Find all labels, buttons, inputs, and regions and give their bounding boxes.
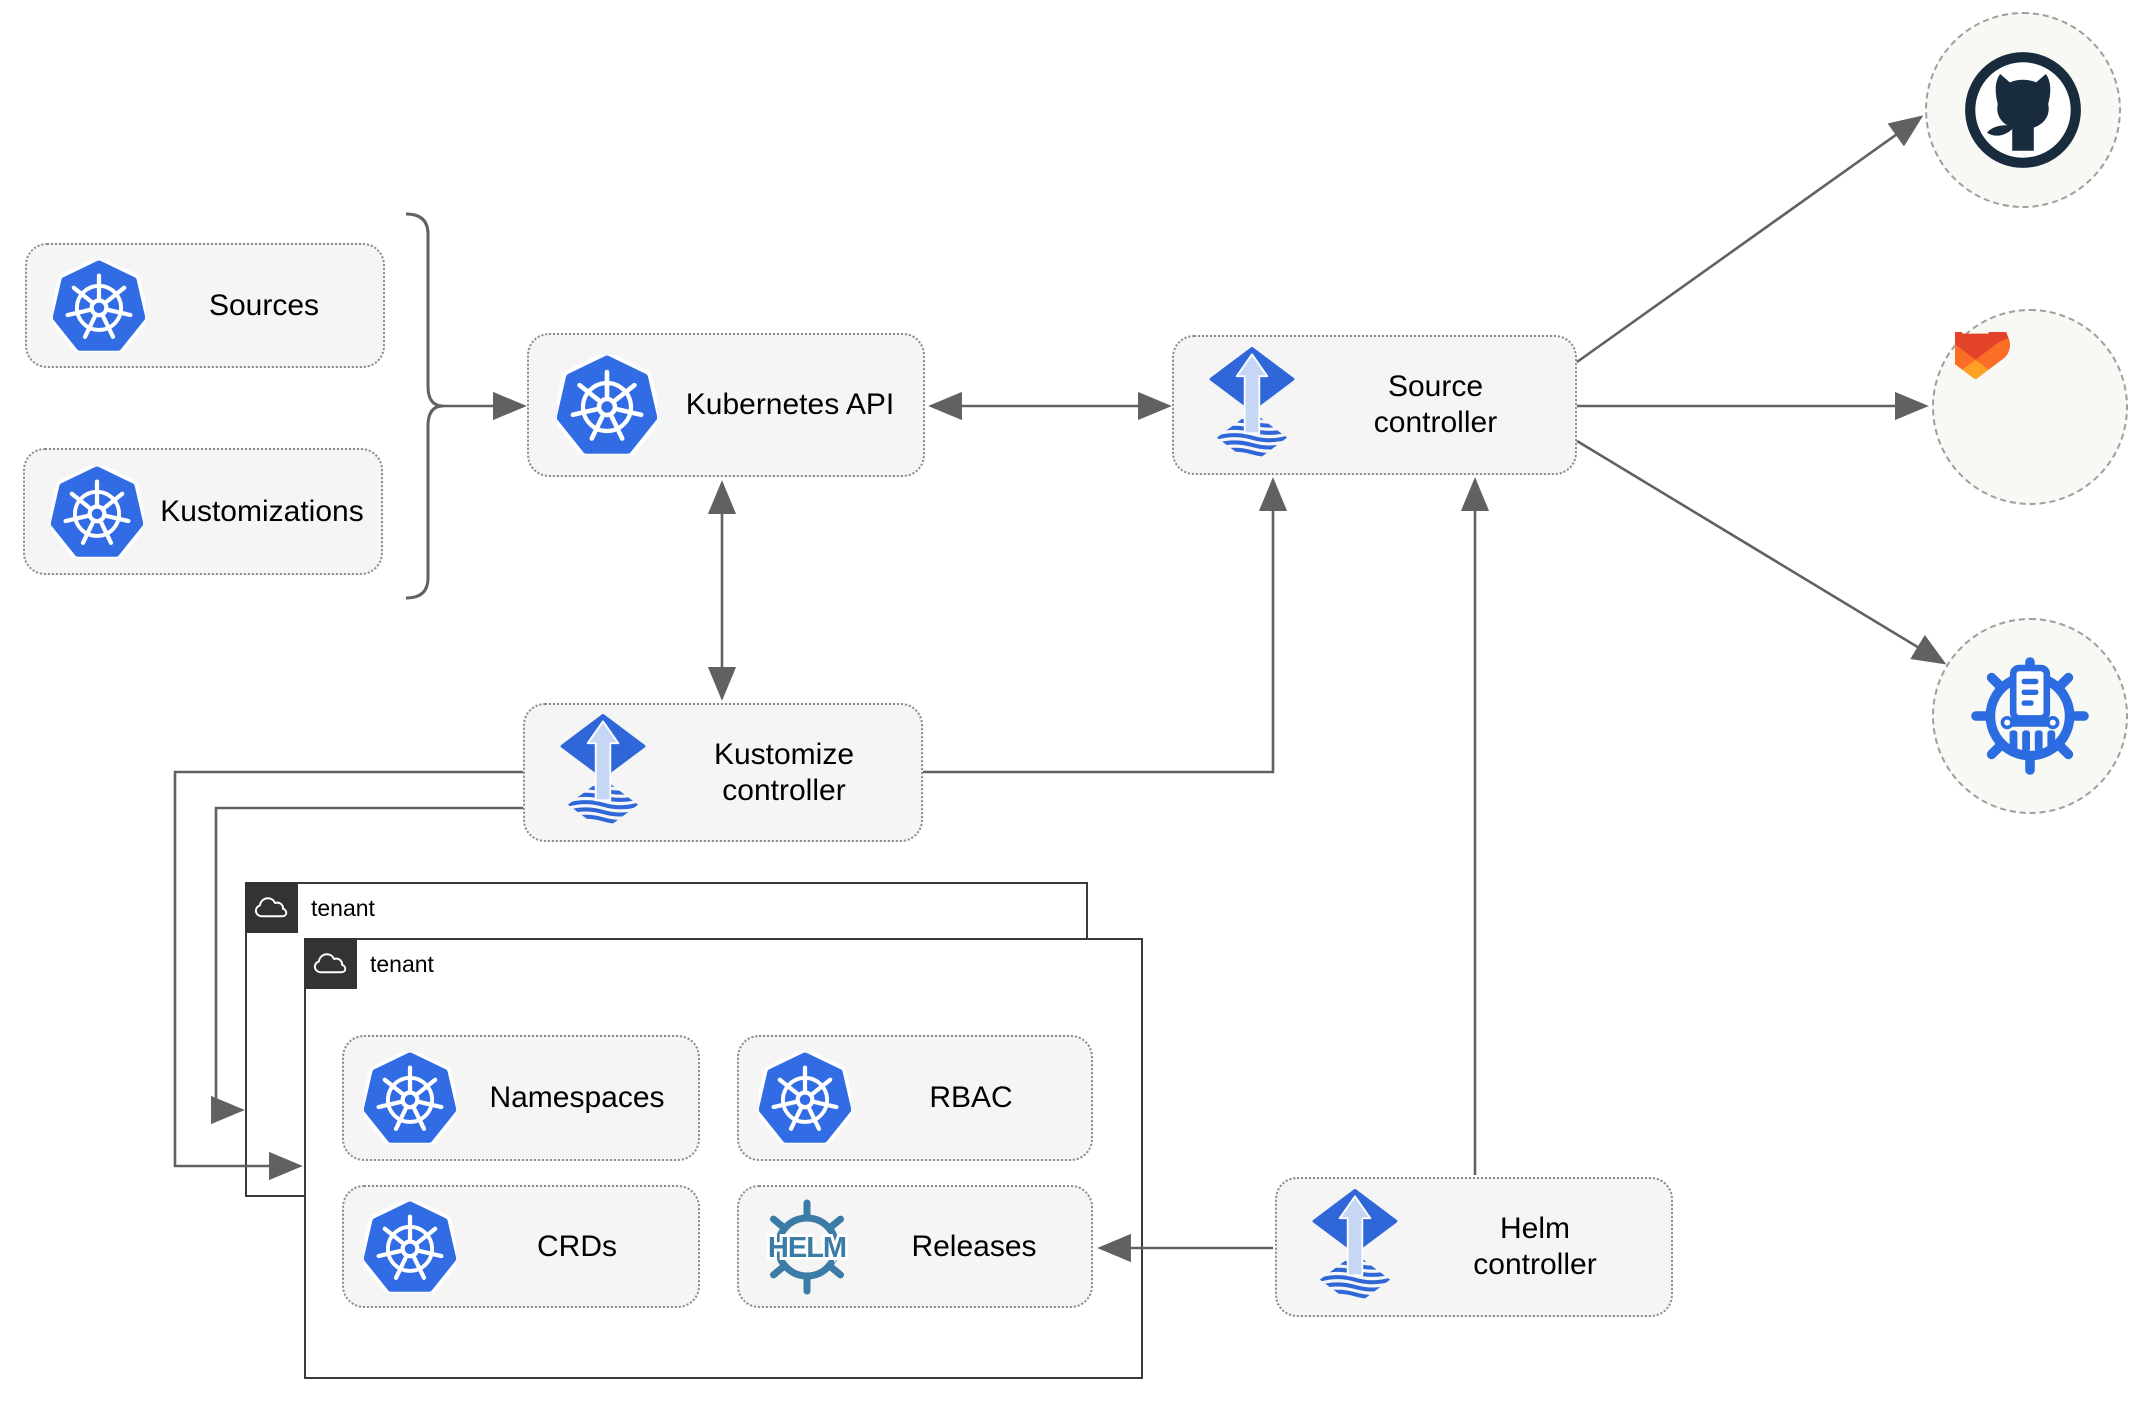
namespaces-box: Namespaces	[342, 1035, 700, 1161]
github-remote-circle	[1925, 12, 2121, 208]
source-controller-label: Source controller	[1296, 369, 1575, 441]
kubernetes-icon	[51, 466, 143, 558]
helm-icon: HELM	[757, 1197, 857, 1297]
kustomize-controller-line2: controller	[722, 773, 846, 807]
outer-tenant-tab	[245, 882, 298, 933]
kubernetes-icon	[364, 1052, 456, 1144]
cloud-icon	[254, 895, 290, 921]
arrow-source-to-github	[1576, 115, 1924, 364]
chartmuseum-icon	[1970, 656, 2090, 776]
kubernetes-api-label: Kubernetes API	[685, 388, 895, 421]
source-controller-box: Source controller	[1172, 335, 1577, 475]
helm-controller-label: Helm controller	[1399, 1211, 1671, 1283]
kubernetes-icon	[557, 355, 657, 455]
flux-icon	[1208, 347, 1296, 464]
kustomizations-label: Kustomizations	[160, 494, 364, 528]
kustomize-controller-box: Kustomize controller	[523, 703, 923, 842]
helm-controller-box: Helm controller	[1275, 1177, 1673, 1317]
cloud-icon	[313, 951, 349, 977]
kustomizations-box: Kustomizations	[23, 448, 383, 575]
helm-controller-line2: controller	[1473, 1248, 1597, 1281]
outer-tenant-label: tenant	[311, 895, 375, 921]
releases-label: Releases	[911, 1229, 1037, 1263]
flux-icon	[559, 714, 647, 831]
rbac-label: RBAC	[929, 1081, 1013, 1114]
bracket-shape	[405, 212, 444, 600]
releases-box: HELM Releases	[737, 1185, 1093, 1308]
crds-box: CRDs	[342, 1185, 700, 1308]
source-controller-line1: Source	[1387, 370, 1484, 403]
rbac-box: RBAC	[737, 1035, 1093, 1161]
chartmuseum-remote-circle	[1932, 618, 2128, 814]
helm-controller-line1: Helm	[1499, 1212, 1570, 1245]
sources-box: Sources	[25, 243, 385, 368]
namespaces-label: Namespaces	[489, 1081, 665, 1114]
sources-label: Sources	[208, 288, 320, 322]
inner-tenant-label: tenant	[370, 951, 434, 977]
arrow-source-to-chartmuseum	[1576, 439, 1947, 665]
github-icon	[1963, 50, 2083, 170]
helm-logo-text: HELM	[768, 1232, 846, 1264]
kustomize-controller-line1: Kustomize	[713, 737, 855, 771]
inner-tenant-tab	[304, 938, 357, 989]
gitlab-remote-circle	[1932, 309, 2128, 505]
kustomize-controller-label: Kustomize controller	[647, 737, 921, 809]
arrow-kustomize-to-source-controller	[923, 477, 1288, 774]
kubernetes-icon	[53, 260, 145, 352]
gitlab-icon	[1955, 332, 2105, 482]
kubernetes-icon	[364, 1201, 456, 1293]
kubernetes-icon	[759, 1052, 851, 1144]
flux-icon	[1311, 1189, 1399, 1306]
crds-label: CRDs	[537, 1229, 617, 1263]
source-controller-line2: controller	[1373, 406, 1498, 439]
kubernetes-api-box: Kubernetes API	[527, 333, 925, 477]
